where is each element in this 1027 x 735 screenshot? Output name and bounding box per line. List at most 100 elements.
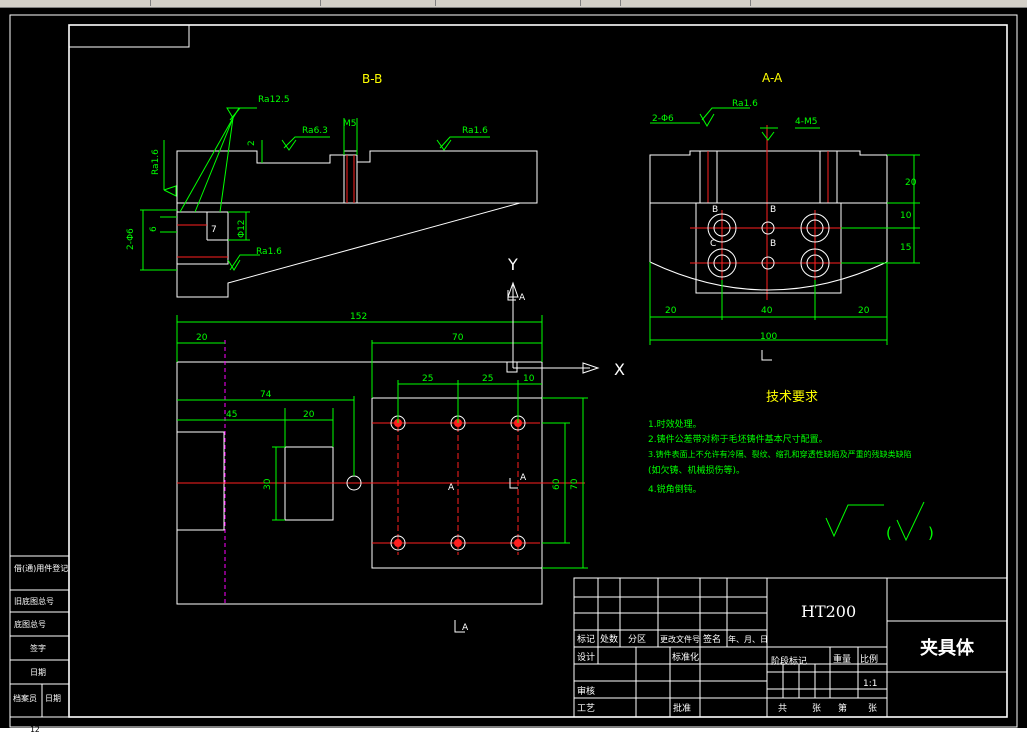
dimension-label: 4-M5 bbox=[795, 117, 817, 127]
dimension-label: 70 bbox=[452, 333, 464, 343]
section-aa-annotations: B B B C Ra1.6 2-Φ6 4-M5 20 10 15 20 40 2… bbox=[649, 99, 920, 361]
paren-open: ( bbox=[886, 524, 892, 542]
title-weight: 重量 bbox=[833, 653, 851, 665]
top-view bbox=[176, 340, 585, 605]
section-aa-view bbox=[649, 125, 888, 300]
dimension-label: 2 bbox=[247, 140, 257, 146]
hole-label: C bbox=[710, 239, 716, 249]
left-table-cell: 日期 bbox=[30, 668, 46, 677]
title-approve: 批准 bbox=[673, 702, 691, 714]
status-bar: 12 bbox=[0, 725, 1027, 735]
x-axis-label: X bbox=[614, 360, 625, 379]
dimension-label: 70 bbox=[570, 478, 580, 490]
dimension-label: 20 bbox=[665, 306, 677, 316]
corner-box bbox=[68, 24, 190, 48]
title-header: 年、月、日 bbox=[728, 634, 768, 644]
dimension-label: Φ12 bbox=[237, 219, 247, 238]
dimension-label: 60 bbox=[552, 478, 562, 490]
status-text: 12 bbox=[30, 725, 40, 734]
title-header: 标记 bbox=[577, 633, 595, 645]
left-table-cell: 日期 bbox=[45, 694, 61, 703]
toolbar-segment[interactable] bbox=[150, 0, 321, 6]
section-bb-title: B-B bbox=[362, 72, 382, 86]
title-header: 更改文件号 bbox=[660, 634, 700, 644]
outer-border bbox=[9, 14, 1018, 728]
section-marker: A bbox=[520, 473, 527, 483]
dimension-label: 152 bbox=[350, 312, 367, 322]
hole-label: B bbox=[770, 205, 776, 215]
dimension-label: 15 bbox=[900, 243, 911, 253]
hole-label: B bbox=[770, 239, 776, 249]
dimension-label: 20 bbox=[858, 306, 870, 316]
tech-item: (如欠铸、机械损伤等)。 bbox=[648, 464, 745, 476]
section-bb-annotations: Ra12.5 Ra6.3 Ra1.6 Ra1.6 M5 2 Ra1.6 2-Φ6… bbox=[126, 95, 490, 271]
section-marker: A bbox=[462, 623, 469, 633]
title-page-sheet: 张 bbox=[868, 703, 877, 714]
dimension-label: 10 bbox=[900, 211, 912, 221]
dimension-label: 2-Φ6 bbox=[652, 114, 674, 124]
material-label: HT200 bbox=[801, 602, 856, 621]
inner-border bbox=[68, 24, 1008, 718]
left-table-cell: 签字 bbox=[30, 643, 46, 653]
dimension-label: 10 bbox=[523, 374, 535, 384]
dimension-label: 25 bbox=[422, 374, 433, 384]
title-scale: 1:1 bbox=[863, 679, 877, 689]
title-header: 分区 bbox=[628, 634, 646, 645]
paren-close: ) bbox=[928, 524, 934, 542]
title-review: 审核 bbox=[577, 685, 595, 697]
left-table-cell: 旧底图总号 bbox=[14, 596, 54, 606]
toolbar-segment[interactable] bbox=[320, 0, 436, 6]
dimension-label: 25 bbox=[482, 374, 493, 384]
window-top-bar bbox=[0, 0, 1027, 8]
title-header: 处数 bbox=[600, 633, 618, 645]
section-marker: A bbox=[519, 293, 526, 303]
left-table-cell: 底图总号 bbox=[14, 619, 46, 629]
title-sheet: 张 bbox=[812, 703, 821, 714]
dimension-label: M5 bbox=[343, 119, 357, 129]
title-header: 签名 bbox=[703, 633, 721, 645]
toolbar-segment[interactable] bbox=[580, 0, 621, 6]
dimension-label: 2-Φ6 bbox=[126, 228, 136, 250]
toolbar-segment[interactable] bbox=[620, 0, 751, 6]
dimension-label: 7 bbox=[211, 225, 217, 235]
title-block: HT200 夹具体 标记 处数 分区 更改文件号 签名 年、月、日 设计 标准化… bbox=[573, 577, 1008, 718]
toolbar-segment[interactable] bbox=[0, 0, 151, 6]
dimension-label: 6 bbox=[149, 226, 159, 232]
hole-label: B bbox=[712, 205, 718, 215]
left-table-cell: 借(通)用件登记 bbox=[14, 563, 68, 573]
tech-item: 1.时效处理。 bbox=[648, 418, 702, 430]
roughness-label: Ra1.6 bbox=[151, 149, 161, 175]
hole-label: A bbox=[448, 483, 455, 493]
toolbar-segment[interactable] bbox=[435, 0, 581, 6]
dimension-label: 45 bbox=[226, 410, 237, 420]
roughness-label: Ra6.3 bbox=[302, 126, 328, 136]
roughness-label: Ra1.6 bbox=[256, 247, 282, 257]
title-page: 第 bbox=[838, 702, 847, 714]
ucs-axes-icon: Y X bbox=[507, 255, 625, 379]
dimension-label: 20 bbox=[196, 333, 208, 343]
part-name: 夹具体 bbox=[920, 637, 975, 659]
tech-title: 技术要求 bbox=[766, 390, 818, 405]
tech-item: 2.铸件公差带对称于毛坯铸件基本尺寸配置。 bbox=[648, 433, 828, 445]
roughness-label: Ra12.5 bbox=[258, 95, 290, 105]
title-sheets: 共 bbox=[778, 703, 787, 714]
tech-item: 3.铸件表面上不允许有冷隔、裂纹、缩孔和穿透性缺陷及严重的残缺类缺陷 bbox=[648, 449, 912, 459]
title-stage: 阶段标记 bbox=[771, 655, 807, 667]
dimension-label: 40 bbox=[761, 306, 773, 316]
left-table-cell: 档案员 bbox=[13, 693, 37, 703]
title-design: 设计 bbox=[577, 651, 595, 663]
title-ratio: 比例 bbox=[860, 653, 878, 665]
dimension-label: 74 bbox=[260, 390, 272, 400]
title-standard: 标准化 bbox=[672, 651, 699, 663]
y-axis-label: Y bbox=[507, 255, 518, 274]
top-view-dimensions: 152 20 70 25 25 10 74 45 20 30 60 70 A A bbox=[176, 290, 588, 633]
tech-item: 4.锐角倒钝。 bbox=[648, 483, 702, 495]
surface-finish-icon: ( ) bbox=[825, 501, 934, 542]
section-bb-view bbox=[176, 150, 538, 298]
title-process: 工艺 bbox=[577, 703, 595, 714]
left-revision-table: 借(通)用件登记 旧底图总号 底图总号 签字 日期 档案员 日期 bbox=[9, 555, 70, 718]
dimension-label: 30 bbox=[263, 478, 273, 490]
dimension-label: 100 bbox=[760, 332, 777, 342]
section-aa-title: A-A bbox=[762, 71, 783, 85]
